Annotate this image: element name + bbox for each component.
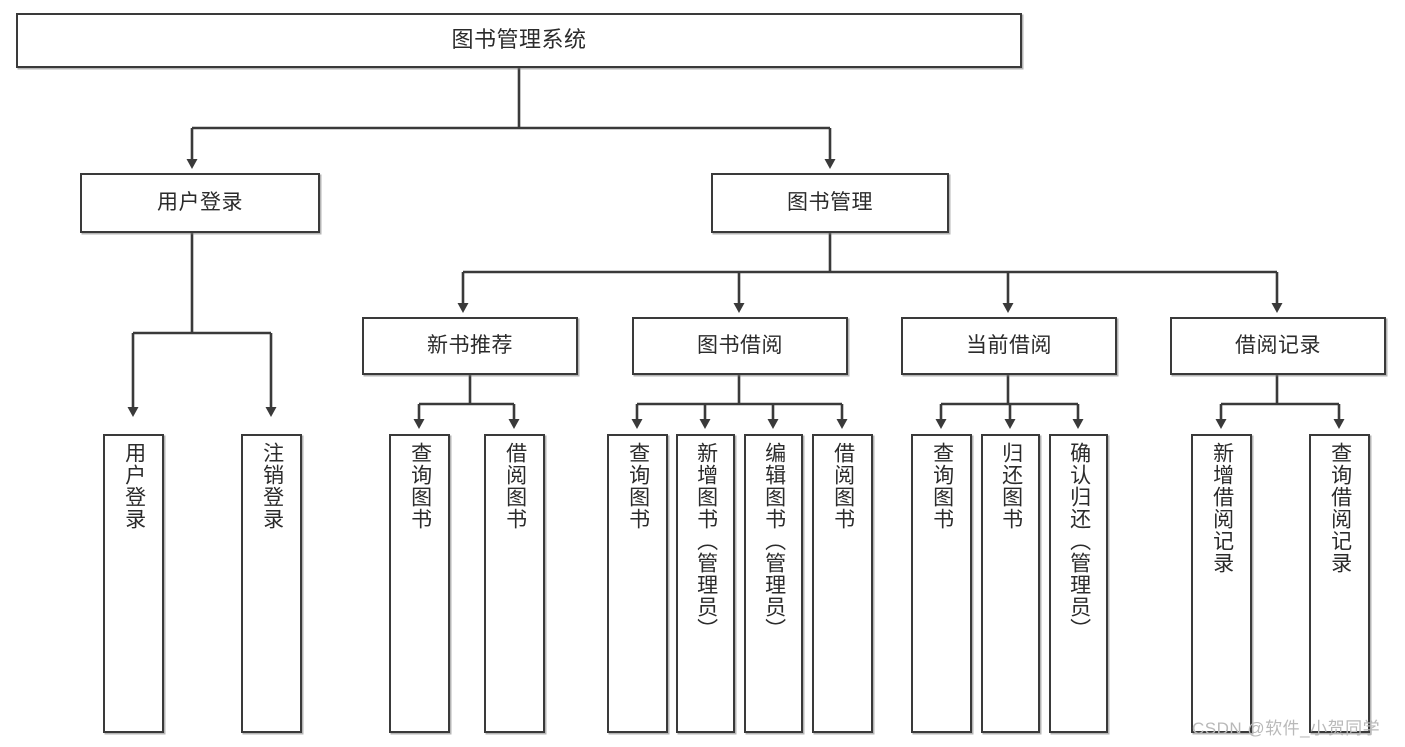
node-leaf-query-book-1[interactable]: 查询图书 bbox=[389, 434, 450, 733]
node-label: 图书借阅 bbox=[697, 334, 783, 358]
node-leaf-logout-login[interactable]: 注销登录 bbox=[241, 434, 302, 733]
node-current-borrow[interactable]: 当前借阅 bbox=[901, 317, 1117, 375]
node-label: 查询借阅记录 bbox=[1328, 442, 1352, 574]
node-leaf-borrow-book-1[interactable]: 借阅图书 bbox=[484, 434, 545, 733]
node-label: 借阅记录 bbox=[1235, 334, 1321, 358]
node-label: 归还图书 bbox=[999, 442, 1023, 530]
node-new-book-recommend[interactable]: 新书推荐 bbox=[362, 317, 578, 375]
node-leaf-add-record[interactable]: 新增借阅记录 bbox=[1191, 434, 1252, 733]
node-leaf-confirm-return[interactable]: 确认归还（管理员） bbox=[1049, 434, 1108, 733]
node-label: 图书管理 bbox=[787, 191, 873, 215]
node-book-borrow[interactable]: 图书借阅 bbox=[632, 317, 848, 375]
node-leaf-add-book[interactable]: 新增图书（管理员） bbox=[676, 434, 735, 733]
node-book-management[interactable]: 图书管理 bbox=[711, 173, 949, 233]
node-leaf-query-record[interactable]: 查询借阅记录 bbox=[1309, 434, 1370, 733]
node-leaf-edit-book[interactable]: 编辑图书（管理员） bbox=[744, 434, 803, 733]
node-label: 编辑图书（管理员） bbox=[762, 442, 786, 640]
node-label: 注销登录 bbox=[260, 442, 284, 530]
node-label: 查询图书 bbox=[408, 442, 432, 530]
node-label: 确认归还（管理员） bbox=[1067, 442, 1091, 640]
node-label: 用户登录 bbox=[122, 442, 146, 530]
node-label: 新书推荐 bbox=[427, 334, 513, 358]
node-leaf-query-book-2[interactable]: 查询图书 bbox=[607, 434, 668, 733]
node-borrow-record[interactable]: 借阅记录 bbox=[1170, 317, 1386, 375]
node-label: 当前借阅 bbox=[966, 334, 1052, 358]
node-label: 图书管理系统 bbox=[451, 27, 587, 53]
node-label: 查询图书 bbox=[930, 442, 954, 530]
node-leaf-query-book-3[interactable]: 查询图书 bbox=[911, 434, 972, 733]
csdn-watermark: CSDN @软件_小贺同学 bbox=[1192, 719, 1381, 738]
node-label: 借阅图书 bbox=[503, 442, 527, 530]
node-label: 用户登录 bbox=[157, 191, 243, 215]
node-label: 查询图书 bbox=[626, 442, 650, 530]
node-user-login[interactable]: 用户登录 bbox=[80, 173, 320, 233]
node-label: 借阅图书 bbox=[831, 442, 855, 530]
node-leaf-borrow-book-2[interactable]: 借阅图书 bbox=[812, 434, 873, 733]
node-label: 新增借阅记录 bbox=[1210, 442, 1234, 574]
node-label: 新增图书（管理员） bbox=[694, 442, 718, 640]
node-leaf-user-login[interactable]: 用户登录 bbox=[103, 434, 164, 733]
node-book-management-system[interactable]: 图书管理系统 bbox=[16, 13, 1022, 68]
node-leaf-return-book[interactable]: 归还图书 bbox=[981, 434, 1040, 733]
